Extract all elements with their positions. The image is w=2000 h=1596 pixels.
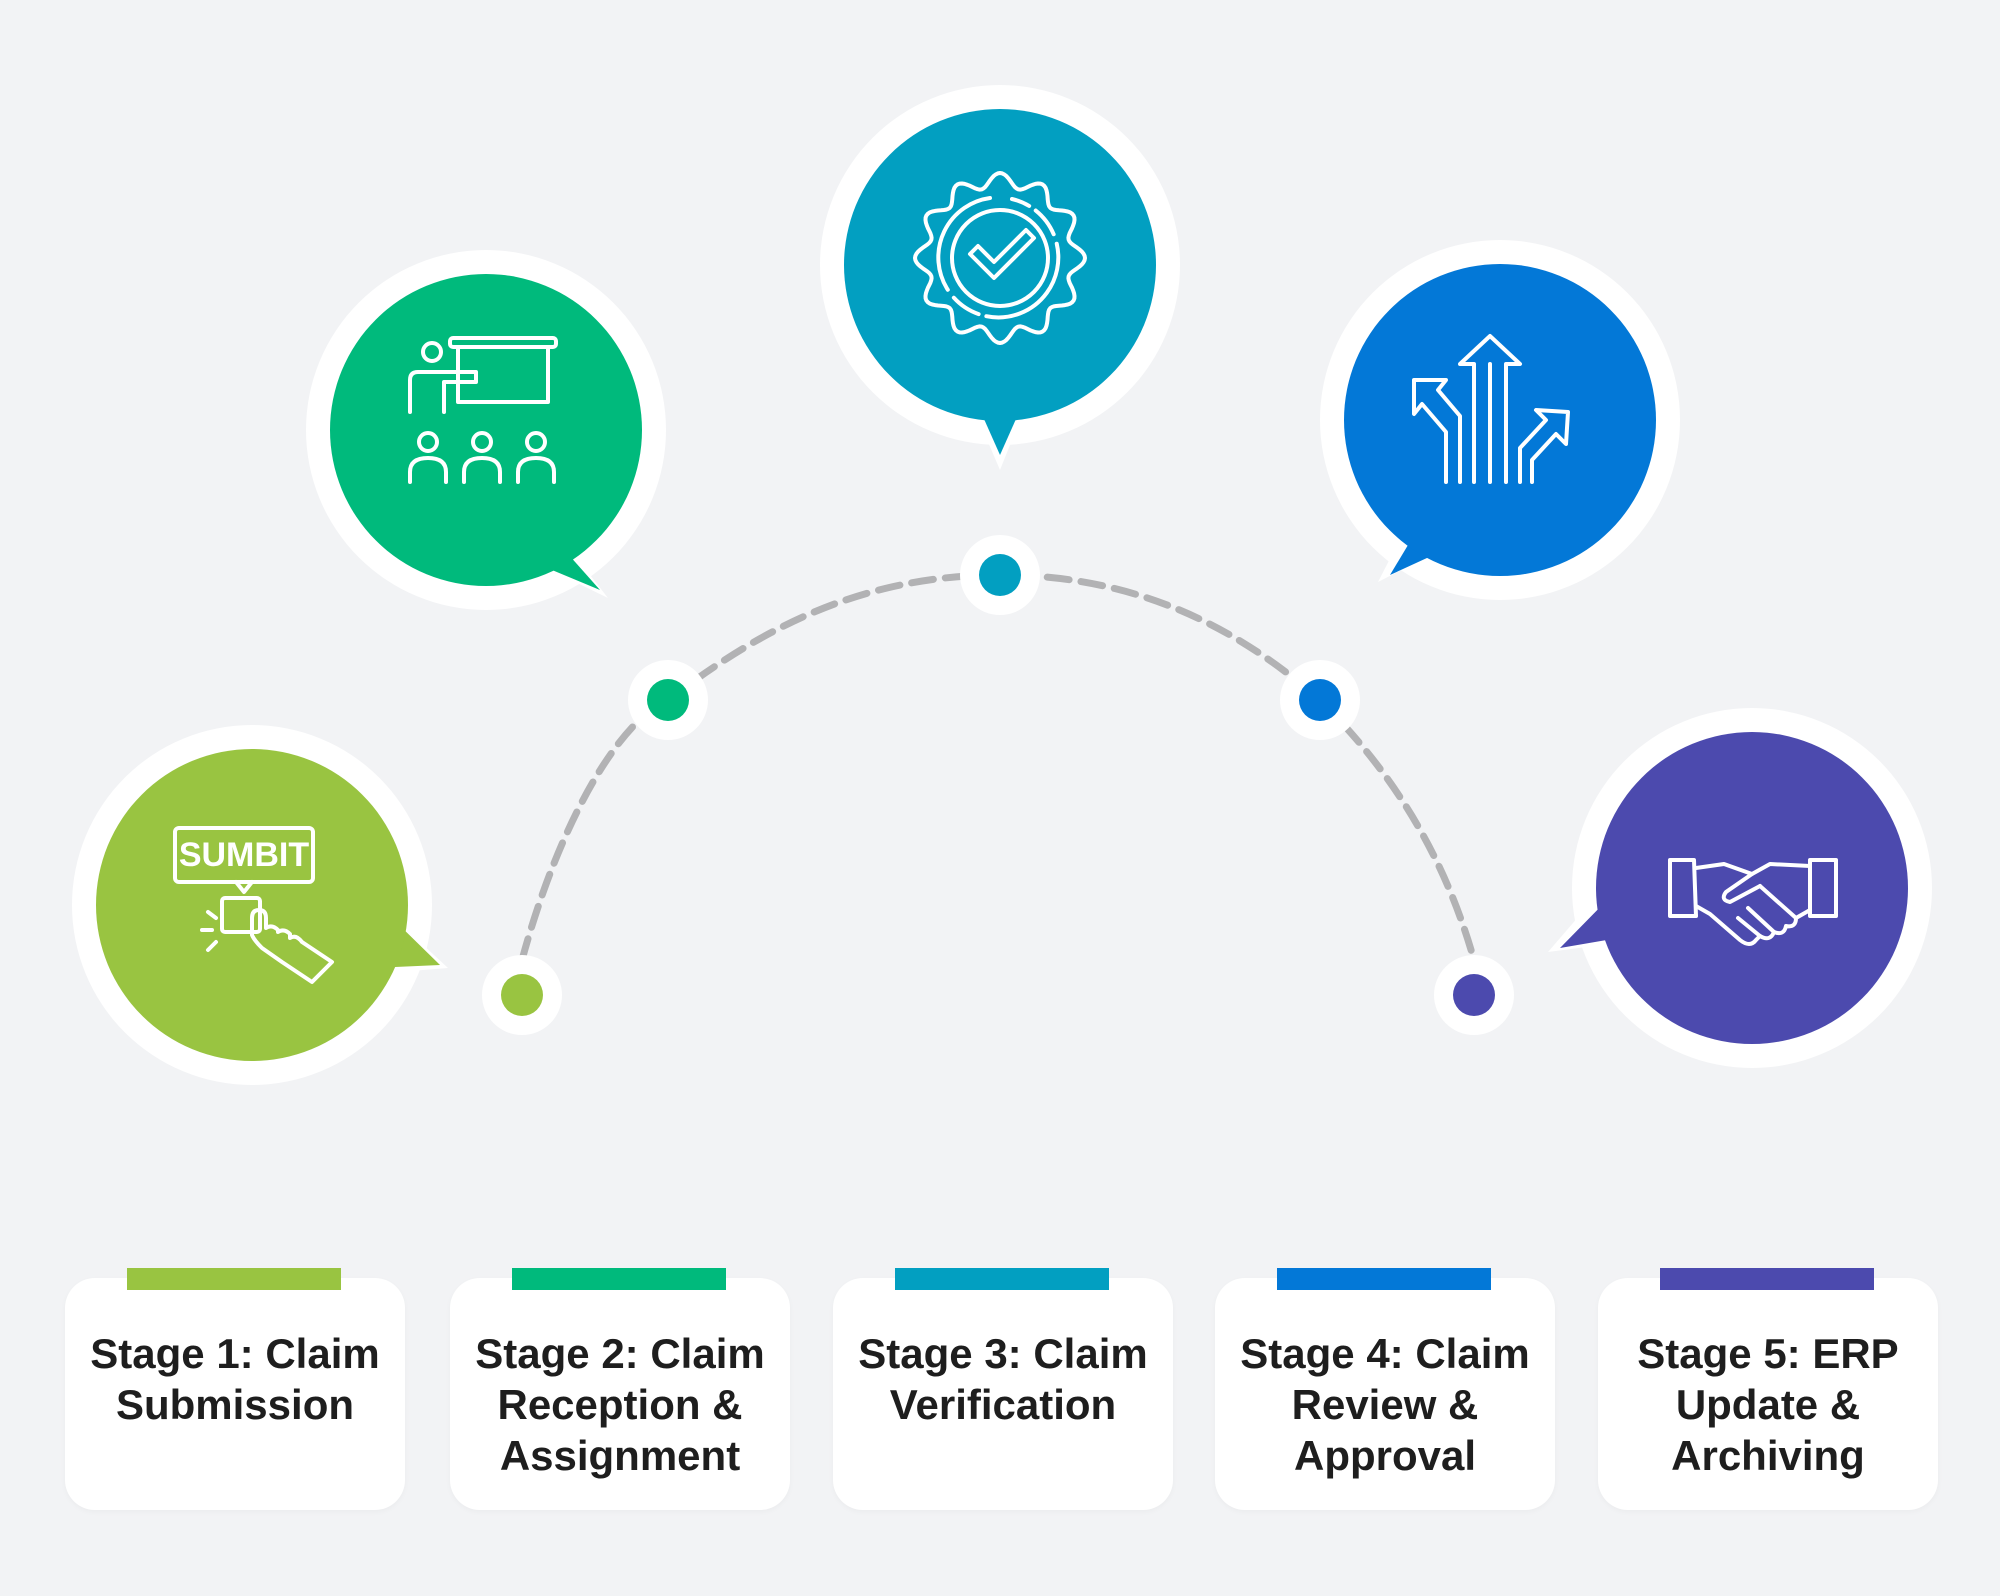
stage-1-bubble: SUMBIT xyxy=(72,725,448,1085)
timeline-connector xyxy=(518,571,1478,964)
handshake-icon xyxy=(1668,858,1838,946)
stage-2-bubble xyxy=(306,250,666,610)
stage-4-bubble xyxy=(1320,240,1680,600)
stage-1-card: Stage 1: Claim Submission xyxy=(65,1268,405,1510)
stage-3-label: Stage 3: Claim Verification xyxy=(858,1330,1148,1428)
stage-4-color-bar xyxy=(1277,1268,1491,1290)
stage-5-bubble xyxy=(1548,708,1932,1068)
stage-5-card: Stage 5: ERP Update & Archiving xyxy=(1598,1268,1938,1510)
stage-3-bubble xyxy=(820,85,1180,470)
stage-5-label: Stage 5: ERP Update & Archiving xyxy=(1637,1330,1899,1479)
verified-badge-icon xyxy=(913,171,1087,345)
stage-5-color-bar xyxy=(1660,1268,1874,1290)
stage-3-card: Stage 3: Claim Verification xyxy=(833,1268,1173,1510)
stage-2-label: Stage 2: Claim Reception & Assignment xyxy=(475,1330,765,1479)
timeline-node-3 xyxy=(960,535,1040,615)
svg-text:SUMBIT: SUMBIT xyxy=(179,836,310,874)
stage-2-color-bar xyxy=(512,1268,726,1290)
submit-button-icon: SUMBIT xyxy=(173,826,334,984)
timeline-node-4 xyxy=(1280,660,1360,740)
timeline-node-1 xyxy=(482,955,562,1035)
stage-1-label: Stage 1: Claim Submission xyxy=(90,1330,380,1428)
timeline-node-5 xyxy=(1434,955,1514,1035)
presentation-meeting-icon xyxy=(408,336,558,484)
stage-2-card: Stage 2: Claim Reception & Assignment xyxy=(450,1268,790,1510)
stage-4-label: Stage 4: Claim Review & Approval xyxy=(1240,1330,1530,1479)
stage-3-color-bar xyxy=(895,1268,1109,1290)
stage-1-color-bar xyxy=(127,1268,341,1290)
branching-arrows-icon xyxy=(1412,334,1570,484)
timeline-node-2 xyxy=(628,660,708,740)
stage-4-card: Stage 4: Claim Review & Approval xyxy=(1215,1268,1555,1510)
